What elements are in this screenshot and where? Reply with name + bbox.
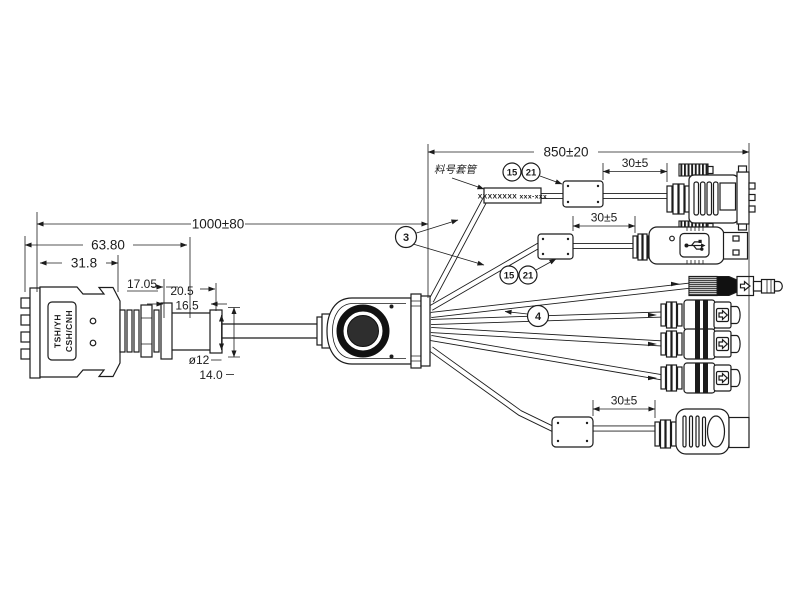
connector-marking-1: TSH/YH xyxy=(53,314,63,348)
ferrite-bead-hdmi xyxy=(551,416,594,448)
balloon-21-number: 21 xyxy=(523,271,534,282)
dim-gap-usb: 30±5 xyxy=(591,211,618,225)
dim-connector-overall: 63.80 xyxy=(91,238,125,253)
direction-arrow-icon xyxy=(739,280,751,292)
vga-connector xyxy=(666,163,756,234)
dim-boot-c: 16.5 xyxy=(175,299,199,313)
sleeve-note: 料号套管 xyxy=(434,164,485,190)
dim-breakout-length: 850±20 xyxy=(544,145,589,160)
dim-gap-hdmi: 30±5 xyxy=(611,394,638,408)
hdmi-connector xyxy=(654,408,750,455)
thumbscrew-top xyxy=(678,163,709,177)
balloon-3-number: 3 xyxy=(403,232,409,244)
dim-connector-body: 31.8 xyxy=(71,256,97,271)
dim-ring-width: 14.0 xyxy=(199,368,223,382)
dsub-connector: TSH/YH CSH/CNH xyxy=(20,286,320,379)
dim-gap-vga: 30±5 xyxy=(622,156,649,170)
rca-connector-1 xyxy=(647,299,741,331)
balloon-15-number: 15 xyxy=(504,271,515,282)
marking-plate xyxy=(47,301,77,361)
cable-ring xyxy=(209,309,223,354)
balloon-4-number: 4 xyxy=(535,311,542,323)
sleeve-text: XXXXXXXX xxx-xxx xyxy=(478,194,548,201)
rca-connector-3 xyxy=(647,362,741,394)
balloon-21-number: 21 xyxy=(526,168,537,179)
balloon-15-21-vga: 15 21 xyxy=(502,162,563,185)
dim-boot-a: 17.05 xyxy=(127,277,157,291)
connector-marking-2: CSH/CNH xyxy=(64,310,74,352)
rca-connector-2 xyxy=(647,328,741,360)
ferrite-bead-vga xyxy=(562,180,604,208)
ferrite-bead-usb xyxy=(537,233,574,260)
balloon-3: 3 xyxy=(394,219,485,266)
dimension-lines: 1000±80 850±20 63.80 31.8 17.05 20.5 16.… xyxy=(24,143,750,432)
usb-connector xyxy=(632,226,749,265)
balloon-4: 4 xyxy=(504,304,550,328)
part-number-sleeve xyxy=(483,187,542,204)
balloon-15-number: 15 xyxy=(507,168,518,179)
usb-trident-icon xyxy=(684,239,706,251)
balloon-15-21-usb: 15 21 xyxy=(499,258,557,285)
splitter-hub xyxy=(316,293,431,369)
dim-ring-dia: ø12 xyxy=(189,353,210,367)
sleeve-note-text: 料号套管 xyxy=(434,164,477,176)
dim-boot-b: 20.5 xyxy=(170,284,194,298)
dim-total-length: 1000±80 xyxy=(192,217,244,232)
hub-lens xyxy=(336,304,390,358)
